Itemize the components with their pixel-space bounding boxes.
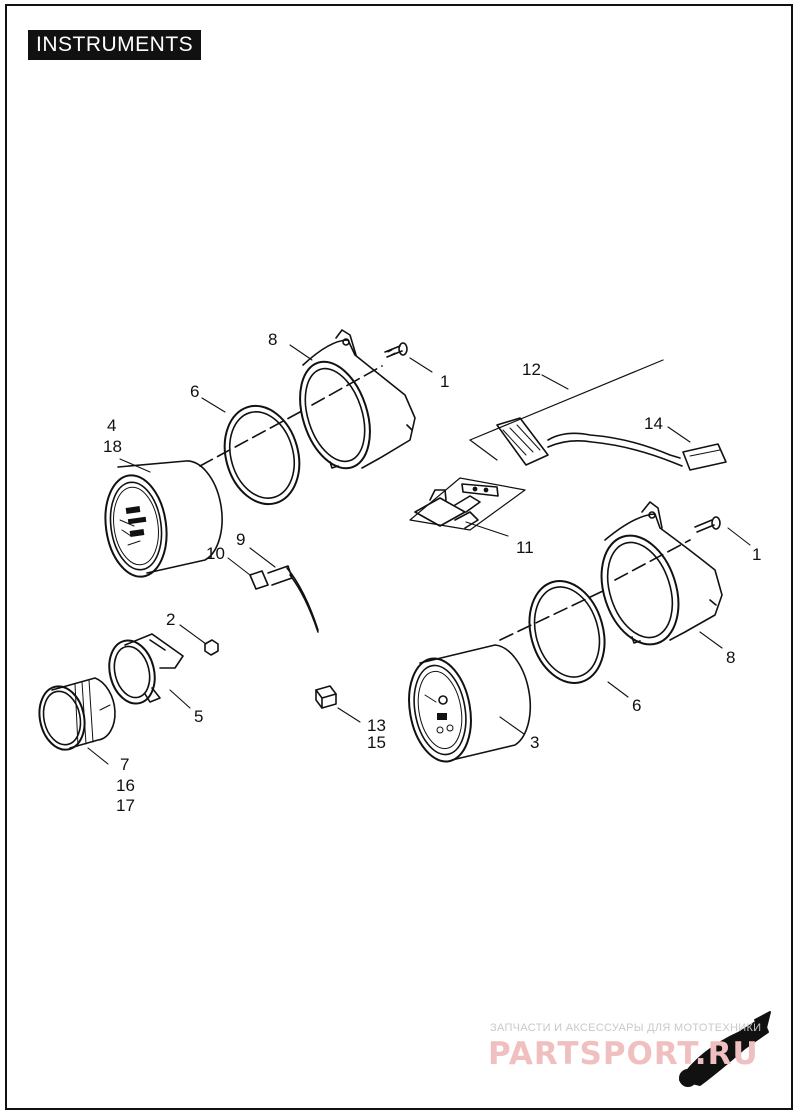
axis-line-lower-1 (499, 589, 606, 641)
gauge-housing-upper (299, 329, 416, 470)
axis-line-upper-2 (311, 365, 383, 406)
callout-12: 12 (522, 360, 541, 379)
callout-18: 18 (103, 437, 122, 456)
nut (204, 639, 219, 656)
callout-4: 4 (107, 416, 117, 435)
gauge-housing-lower (600, 501, 723, 646)
gauge-small-assembly (38, 677, 116, 751)
callout-11: 11 (516, 538, 534, 557)
gauge-lower-assembly (408, 644, 532, 763)
seal-ring-upper (223, 404, 301, 506)
callout-3: 3 (530, 733, 540, 752)
watermark-brand: PARTSPORT.RU (488, 1036, 759, 1072)
callout-6-upper: 6 (190, 382, 200, 401)
axis-line-lower-2 (614, 539, 691, 581)
gauge-bracket (108, 633, 184, 705)
seal-ring-lower (528, 580, 606, 684)
connector-block (315, 685, 337, 709)
callout-7: 7 (120, 755, 130, 774)
callout-15: 15 (367, 733, 386, 752)
wiring-harness (469, 359, 727, 471)
axis-line-upper-1 (199, 411, 301, 467)
screw-lower (694, 516, 721, 533)
callout-8-upper: 8 (268, 330, 278, 349)
callout-14: 14 (644, 414, 663, 433)
callout-1-upper: 1 (440, 372, 450, 391)
page-title: INSTRUMENTS (28, 30, 202, 60)
callout-17: 17 (116, 796, 135, 815)
page-frame (5, 4, 793, 1110)
callout-10: 10 (206, 544, 225, 563)
callout-13: 13 (367, 716, 386, 735)
callout-16: 16 (116, 776, 135, 795)
watermark-tagline: ЗАПЧАСТИ И АКСЕССУАРЫ ДЛЯ МОТОТЕХНИКИ (490, 1022, 762, 1034)
watermark-logo-icon (679, 1011, 771, 1087)
callout-5: 5 (194, 707, 204, 726)
callout-8-lower: 8 (726, 648, 736, 667)
callout-6-lower: 6 (632, 696, 642, 715)
gauge-upper-assembly (104, 460, 223, 578)
sender-unit (249, 565, 319, 633)
screw-upper (384, 342, 408, 358)
leader-lines (87, 344, 751, 765)
callout-2: 2 (166, 610, 176, 629)
callout-9: 9 (236, 530, 246, 549)
callout-1-lower: 1 (752, 545, 762, 564)
